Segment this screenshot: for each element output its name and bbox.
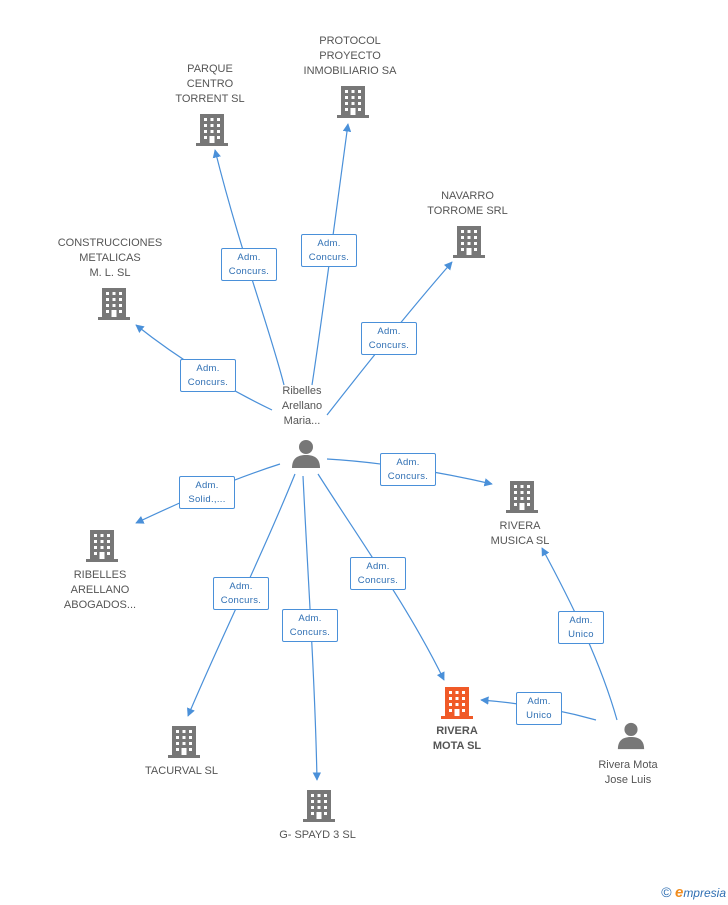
badge-role: Adm. <box>527 696 551 707</box>
badge-role: Adm. <box>196 363 220 374</box>
node-label-ribelles-abogados[interactable]: RIBELLES ARELLANO ABOGADOS... <box>63 569 137 611</box>
badge-role: Adm. <box>317 238 341 249</box>
node-label-tacurval[interactable]: TACURVAL SL <box>145 765 218 777</box>
brand-footer: © empresia <box>661 884 726 901</box>
badge-type: Concurs. <box>289 627 331 638</box>
building-icon[interactable] <box>196 113 228 147</box>
node-label-rivera-mota[interactable]: RIVERA MOTA SL <box>432 725 482 752</box>
node-label-parque[interactable]: PARQUE CENTRO TORRENT SL <box>175 63 245 105</box>
badge-type: Unico <box>526 710 552 721</box>
node-label-rivera-musica[interactable]: RIVERA MUSICA SL <box>490 520 550 547</box>
building-icon[interactable] <box>168 725 200 759</box>
badge-edge-gspayd[interactable]: Adm. Concurs. <box>282 609 338 642</box>
person-icon[interactable] <box>616 721 646 751</box>
badge-role: Adm. <box>569 615 593 626</box>
badge-edge-abogados[interactable]: Adm. Solid.,... <box>179 476 235 509</box>
node-label-protocol[interactable]: PROTOCOL PROYECTO INMOBILIARIO SA <box>303 35 397 77</box>
badge-role: Adm. <box>366 561 390 572</box>
badge-type: Unico <box>568 629 594 640</box>
badge-edge-navarro[interactable]: Adm. Concurs. <box>361 322 417 355</box>
badge-role: Adm. <box>298 613 322 624</box>
badge-edge-construcciones[interactable]: Adm. Concurs. <box>180 359 236 392</box>
building-icon[interactable] <box>337 85 369 119</box>
badge-edge-tacurval[interactable]: Adm. Concurs. <box>213 577 269 610</box>
badge-role: Adm. <box>229 581 253 592</box>
badge-edge-rm-musica[interactable]: Adm. Unico <box>558 611 604 644</box>
building-icon[interactable] <box>506 480 538 514</box>
building-icon[interactable] <box>86 529 118 563</box>
person-icon[interactable] <box>290 438 322 470</box>
node-label-ribelles-person[interactable]: Ribelles Arellano Maria... <box>281 385 323 427</box>
badge-type: Concurs. <box>228 266 270 277</box>
badge-edge-parque[interactable]: Adm. Concurs. <box>221 248 277 281</box>
badge-type: Concurs. <box>220 595 262 606</box>
badge-type: Concurs. <box>308 252 350 263</box>
brand-logo-e: e <box>674 884 684 901</box>
node-label-navarro[interactable]: NAVARRO TORROME SRL <box>427 190 508 217</box>
building-icon[interactable] <box>303 789 335 823</box>
badge-role: Adm. <box>237 252 261 263</box>
node-label-construcciones[interactable]: CONSTRUCCIONES METALICAS M. L. SL <box>57 237 163 279</box>
badge-edge-rivera-mota[interactable]: Adm. Concurs. <box>350 557 406 590</box>
building-icon[interactable] <box>98 287 130 321</box>
badge-edge-rivera-musica[interactable]: Adm. Concurs. <box>380 453 436 486</box>
node-label-gspayd[interactable]: G- SPAYD 3 SL <box>279 829 356 841</box>
building-icon[interactable] <box>453 225 485 259</box>
badge-role: Adm. <box>195 480 219 491</box>
badge-edge-protocol[interactable]: Adm. Concurs. <box>301 234 357 267</box>
brand-name: mpresia <box>683 886 726 900</box>
badge-role: Adm. <box>377 326 401 337</box>
badge-type: Concurs. <box>387 471 429 482</box>
edge-parque <box>212 149 285 386</box>
node-label-rivera-person[interactable]: Rivera Mota Jose Luis <box>598 759 658 786</box>
badge-type: Concurs. <box>357 575 399 586</box>
badge-role: Adm. <box>396 457 420 468</box>
building-icon-focus[interactable] <box>441 686 473 720</box>
badge-type: Solid.,... <box>188 494 226 505</box>
badge-edge-rm-mota[interactable]: Adm. Unico <box>516 692 562 725</box>
badge-type: Concurs. <box>187 377 229 388</box>
badge-type: Concurs. <box>368 340 410 351</box>
copyright-symbol: © <box>661 884 672 900</box>
